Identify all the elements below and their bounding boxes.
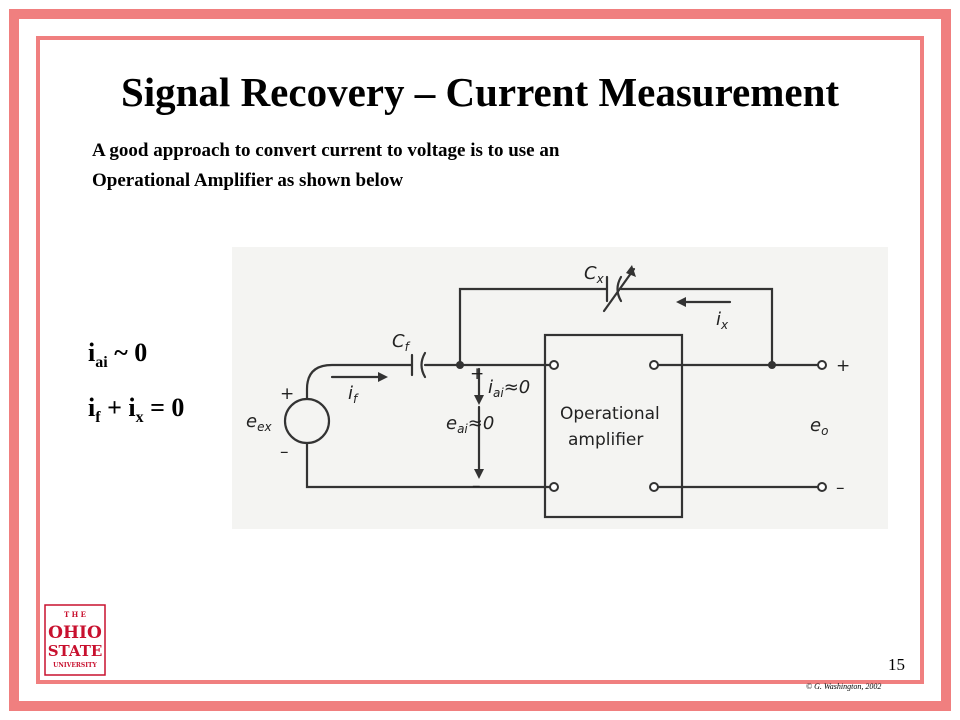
bottom-wire-left: [305, 441, 556, 489]
ix-arrowhead: [676, 297, 686, 307]
iai-label: iai≈0: [488, 377, 530, 400]
slide-outer-border: [9, 9, 951, 711]
eq2-rest: = 0: [143, 393, 185, 422]
feedback-right-wire: [619, 287, 774, 367]
eq2-mid: + i: [100, 393, 136, 422]
logo-border: [44, 604, 106, 676]
eai-label: eai≈0: [446, 413, 494, 436]
circuit-background: [232, 247, 888, 529]
eq2-b-sub: x: [135, 409, 144, 427]
logo-the: T H E: [64, 610, 86, 619]
eai-minus-sign: –: [472, 476, 481, 496]
iai-arrowhead: [474, 395, 484, 405]
opamp-ground-terminal-in: [549, 482, 559, 492]
if-label: if: [348, 383, 359, 406]
source-plus-sign: +: [280, 384, 294, 404]
cf-label: Cf: [392, 331, 411, 354]
opamp-input-terminal: [549, 360, 559, 370]
feedback-left-wire: [458, 287, 609, 367]
cx-label: Cx: [584, 263, 605, 286]
opamp-label-line2: amplifier: [568, 430, 643, 450]
eo-minus-terminal: [817, 482, 827, 492]
eo-plus-sign: +: [836, 356, 850, 376]
opamp-box: [543, 333, 684, 519]
eq2-a-sub: f: [95, 409, 101, 427]
equation-iai: iai ~ 0: [88, 338, 147, 372]
slide-inner-border: [36, 36, 924, 684]
eq2-a: i: [88, 393, 96, 422]
opamp-output-terminal: [649, 360, 659, 370]
opamp-label-line1: Operational: [560, 404, 660, 424]
eai-plus-sign: +: [470, 364, 484, 384]
output-node: [768, 361, 776, 369]
logo-university: UNIVERSITY: [53, 662, 97, 669]
logo-ohio: OHIO: [48, 623, 102, 643]
junction-node: [456, 361, 464, 369]
eex-label: eex: [246, 411, 272, 434]
ix-label: ix: [716, 309, 729, 332]
eq1-main: i: [88, 338, 96, 367]
eq1-sub: ai: [95, 354, 108, 372]
copyright-note: © G. Washington, 2002: [806, 682, 882, 691]
opamp-circuit-diagram: Cx Cf ix if iai≈0 eai≈0 eex eo Operation…: [232, 247, 888, 529]
if-arrowhead: [378, 372, 388, 382]
intro-text: A good approach to convert current to vo…: [92, 136, 792, 196]
intro-line-1: A good approach to convert current to vo…: [92, 140, 560, 161]
cx-arrowhead: [626, 265, 636, 277]
cx-variable-arrow: [602, 267, 636, 313]
source-minus-sign: –: [280, 442, 289, 462]
eq1-rest: ~ 0: [107, 338, 148, 367]
intro-line-2: Operational Amplifier as shown below: [92, 170, 404, 191]
slide-title: Signal Recovery – Current Measurement: [120, 69, 840, 115]
cx-plate-right: [616, 275, 623, 303]
eo-minus-sign: –: [836, 478, 845, 498]
eai-arrowhead: [474, 469, 484, 479]
eo-plus-terminal: [817, 360, 827, 370]
logo-state: STATE: [48, 642, 103, 660]
opamp-ground-terminal-out: [649, 482, 659, 492]
slide-number: 15: [888, 655, 905, 674]
ohio-state-logo: T H E OHIO STATE UNIVERSITY: [44, 604, 106, 676]
cf-plate-right: [420, 351, 427, 379]
eo-label: eo: [810, 415, 828, 438]
equation-kcl: if + ix = 0: [88, 393, 184, 427]
source-top-wire: [305, 363, 414, 401]
